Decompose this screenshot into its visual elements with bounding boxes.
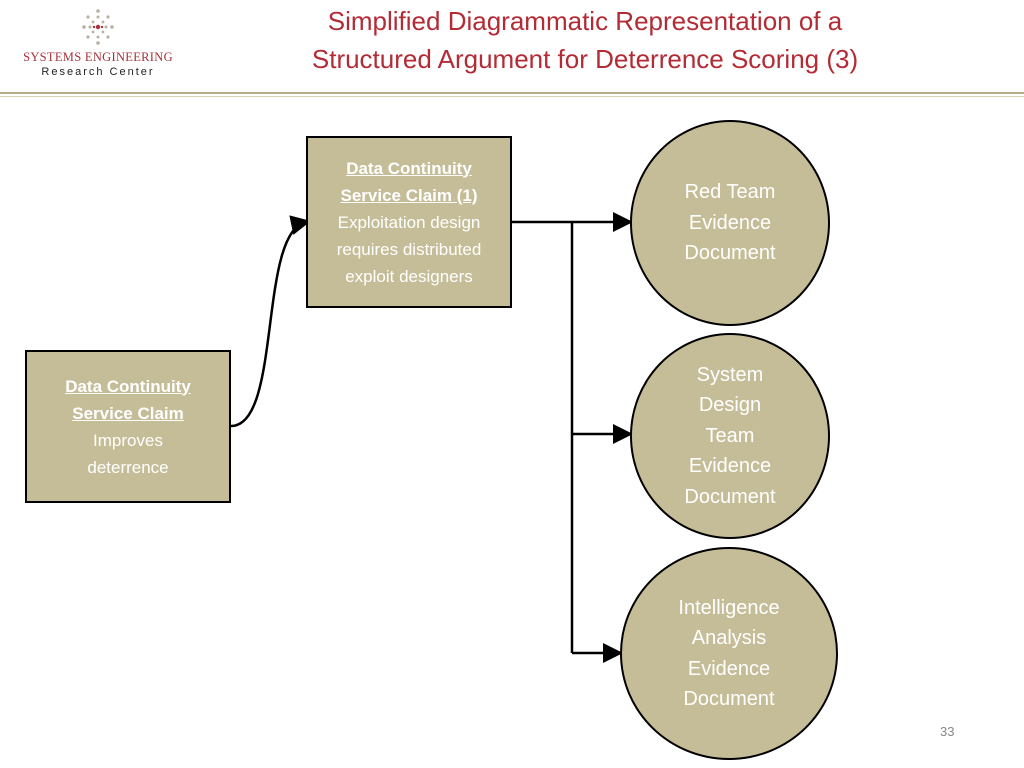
system-design-evidence-node: System Design Team Evidence Document: [630, 333, 830, 539]
red-team-line-2: Evidence: [688, 211, 772, 234]
system-design-line-4: Evidence: [688, 455, 772, 478]
sub-claim-box: Data Continuity Service Claim (1) Exploi…: [306, 136, 512, 308]
red-team-line-1: Red Team: [684, 181, 776, 204]
slide-title-line-1: Simplified Diagrammatic Representation o…: [327, 6, 843, 36]
intelligence-line-2: Analysis: [691, 627, 767, 649]
logo-subtitle: Research Center: [41, 66, 155, 78]
sub-claim-body-1: Exploitation design: [337, 212, 481, 232]
system-design-line-5: Document: [684, 485, 776, 508]
root-claim-box: Data Continuity Service Claim Improves d…: [25, 350, 231, 503]
sub-claim-heading-1: Data Continuity: [346, 158, 472, 178]
root-claim-body-1: Improves: [93, 430, 163, 450]
intelligence-evidence-node: Intelligence Analysis Evidence Document: [620, 547, 838, 760]
title-rule-thin: [0, 96, 1024, 97]
sub-claim-body-2: requires distributed: [336, 239, 482, 259]
page-number: 33: [940, 724, 955, 739]
root-claim-heading-1: Data Continuity: [65, 376, 191, 396]
root-claim-body-2: deterrence: [87, 457, 169, 477]
red-team-evidence-node: Red Team Evidence Document: [630, 120, 830, 326]
red-team-line-3: Document: [684, 242, 776, 265]
system-design-line-1: System: [696, 363, 764, 386]
title-rule: [0, 92, 1024, 94]
slide-title-line-2: Structured Argument for Deterrence Scori…: [311, 44, 859, 74]
connector-root-to-subclaim: [230, 215, 311, 428]
intelligence-line-1: Intelligence: [678, 596, 780, 619]
sub-claim-heading-2: Service Claim (1): [340, 185, 478, 205]
system-design-line-3: Team: [705, 424, 755, 447]
slide-title: Simplified Diagrammatic Representation o…: [190, 2, 980, 78]
intelligence-line-4: Document: [683, 688, 775, 710]
sub-claim-body-3: exploit designers: [345, 266, 473, 286]
logo: SYSTEMS ENGINEERING Research Center: [8, 8, 188, 80]
logo-starburst-icon: [82, 9, 114, 45]
intelligence-line-3: Evidence: [687, 657, 771, 680]
system-design-line-2: Design: [698, 394, 762, 417]
root-claim-heading-2: Service Claim: [72, 403, 184, 423]
logo-wordmark: SYSTEMS ENGINEERING: [23, 50, 173, 64]
